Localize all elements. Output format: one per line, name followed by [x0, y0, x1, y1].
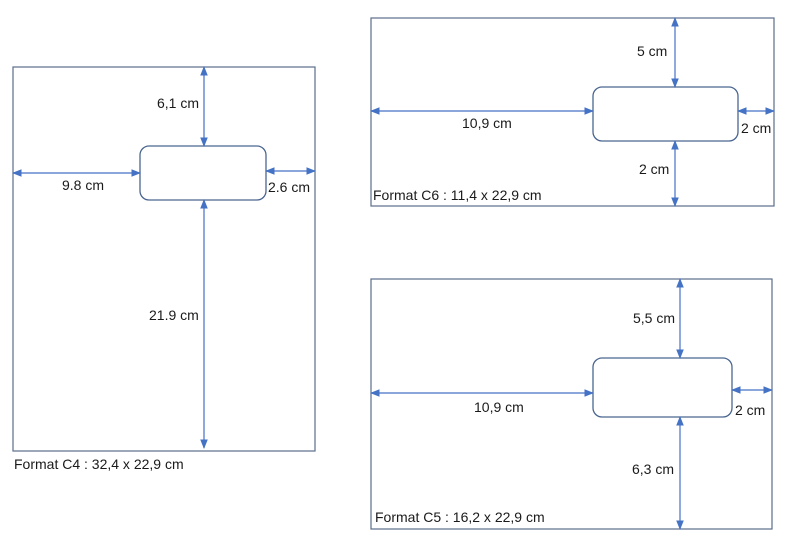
c6-right-label: 2 cm — [741, 120, 771, 136]
c4-right-label: 2.6 cm — [268, 179, 310, 195]
c6-left-label: 10,9 cm — [462, 115, 512, 131]
c5-right-label: 2 cm — [735, 402, 765, 418]
c4-envelope: 6,1 cm 9.8 cm 2.6 cm 21.9 cm Format C4 :… — [12, 66, 316, 472]
c6-envelope: 5 cm 10,9 cm 2 cm 2 cm Format C6 : 11,4 … — [370, 17, 775, 207]
c4-top-label: 6,1 cm — [157, 95, 199, 111]
c5-caption: Format C5 : 16,2 x 22,9 cm — [375, 509, 545, 525]
c6-bottom-label: 2 cm — [639, 161, 669, 177]
c5-envelope-outline — [370, 278, 773, 530]
c4-envelope-outline — [12, 66, 316, 452]
c5-address-window — [592, 357, 733, 418]
c6-top-label: 5 cm — [637, 43, 667, 59]
c4-bottom-label: 21.9 cm — [149, 307, 199, 323]
c4-left-label: 9.8 cm — [62, 177, 104, 193]
c6-caption: Format C6 : 11,4 x 22,9 cm — [373, 187, 542, 203]
c5-left-label: 10,9 cm — [474, 399, 524, 415]
c6-address-window — [592, 86, 739, 142]
c4-caption: Format C4 : 32,4 x 22,9 cm — [14, 456, 184, 472]
c5-bottom-label: 6,3 cm — [632, 461, 674, 477]
c5-envelope: 5,5 cm 10,9 cm 2 cm 6,3 cm Format C5 : 1… — [370, 278, 773, 530]
c5-top-label: 5,5 cm — [633, 310, 675, 326]
c4-address-window — [139, 145, 267, 201]
